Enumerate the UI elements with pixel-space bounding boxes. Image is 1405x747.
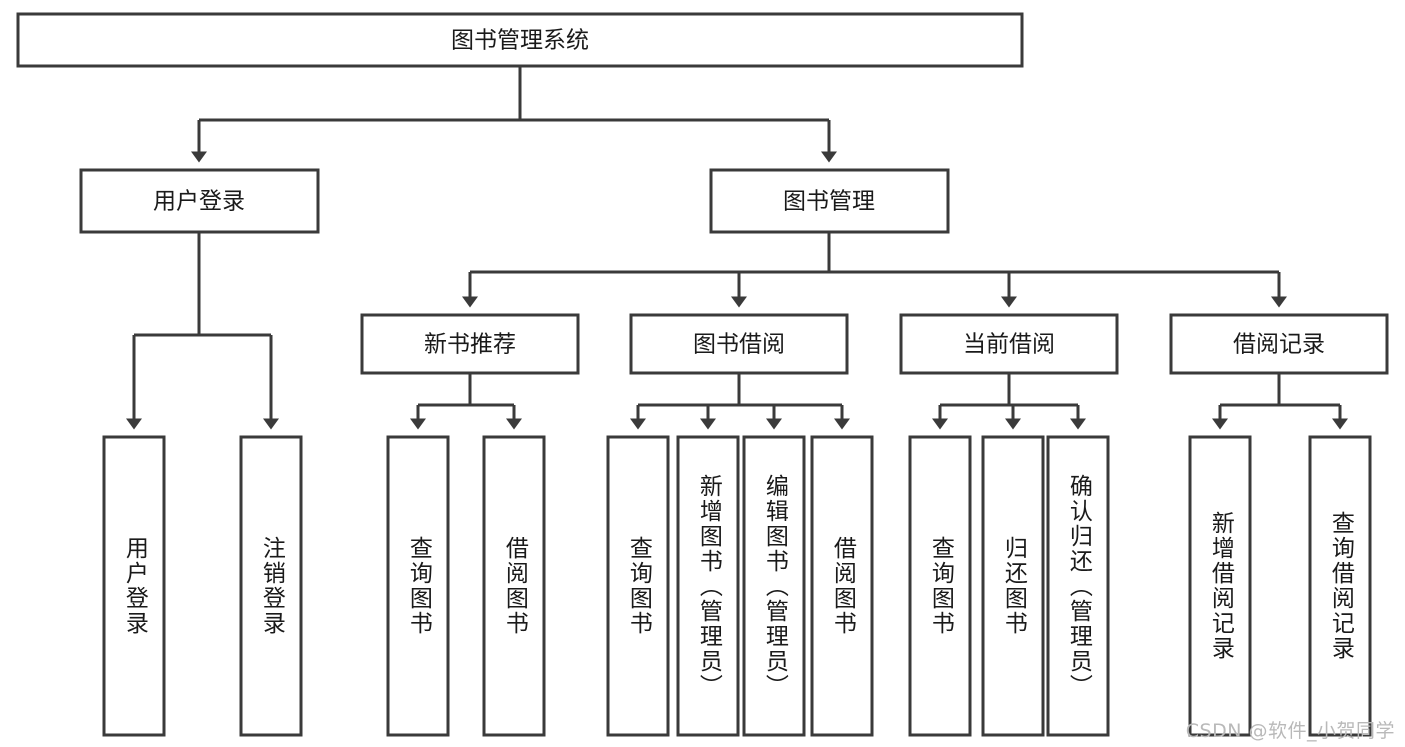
leaf-add-book-admin[interactable] [676, 435, 740, 737]
leaf-confirm-return-admin[interactable] [1046, 435, 1110, 737]
node-book-management[interactable] [709, 168, 950, 234]
label-user-login: 用户登录 [153, 189, 245, 215]
label-borrow-record: 借阅记录 [1233, 332, 1325, 358]
leaf-query-borrow-record[interactable] [1308, 435, 1372, 737]
leaf-query-book-cb[interactable] [908, 435, 972, 737]
label-new-book-recommend: 新书推荐 [424, 332, 516, 358]
leaf-return-book[interactable] [981, 435, 1045, 737]
watermark-text: CSDN @软件_小贺同学 [1185, 720, 1395, 742]
node-current-borrow[interactable] [899, 313, 1119, 375]
label-book-management: 图书管理 [783, 189, 875, 215]
leaf-logout[interactable] [239, 435, 303, 737]
leaf-edit-book-admin[interactable] [742, 435, 806, 737]
leaf-query-book-bb[interactable] [606, 435, 670, 737]
label-book-borrow: 图书借阅 [693, 332, 785, 358]
label-current-borrow: 当前借阅 [963, 332, 1055, 358]
leaf-borrow-book-bb[interactable] [810, 435, 874, 737]
leaf-user-login[interactable] [102, 435, 166, 737]
leaf-borrow-book-nbr[interactable] [482, 435, 546, 737]
root-label: 图书管理系统 [451, 28, 589, 54]
leaf-add-borrow-record[interactable] [1188, 435, 1252, 737]
node-root[interactable] [16, 12, 1024, 68]
node-borrow-record[interactable] [1169, 313, 1389, 375]
node-book-borrow[interactable] [629, 313, 849, 375]
leaf-box-group [102, 435, 1372, 737]
node-new-book-recommend[interactable] [360, 313, 580, 375]
leaf-query-book-nbr[interactable] [386, 435, 450, 737]
